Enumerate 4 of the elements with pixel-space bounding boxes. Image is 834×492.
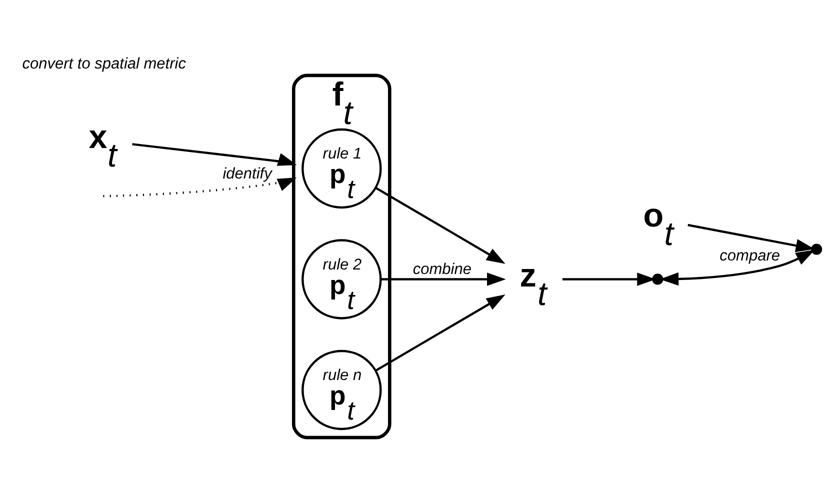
edge-label: identify (222, 166, 272, 183)
edge-label: combine (412, 260, 472, 278)
edge-label: compare (719, 248, 780, 265)
label: convert to spatial metric (22, 55, 186, 72)
